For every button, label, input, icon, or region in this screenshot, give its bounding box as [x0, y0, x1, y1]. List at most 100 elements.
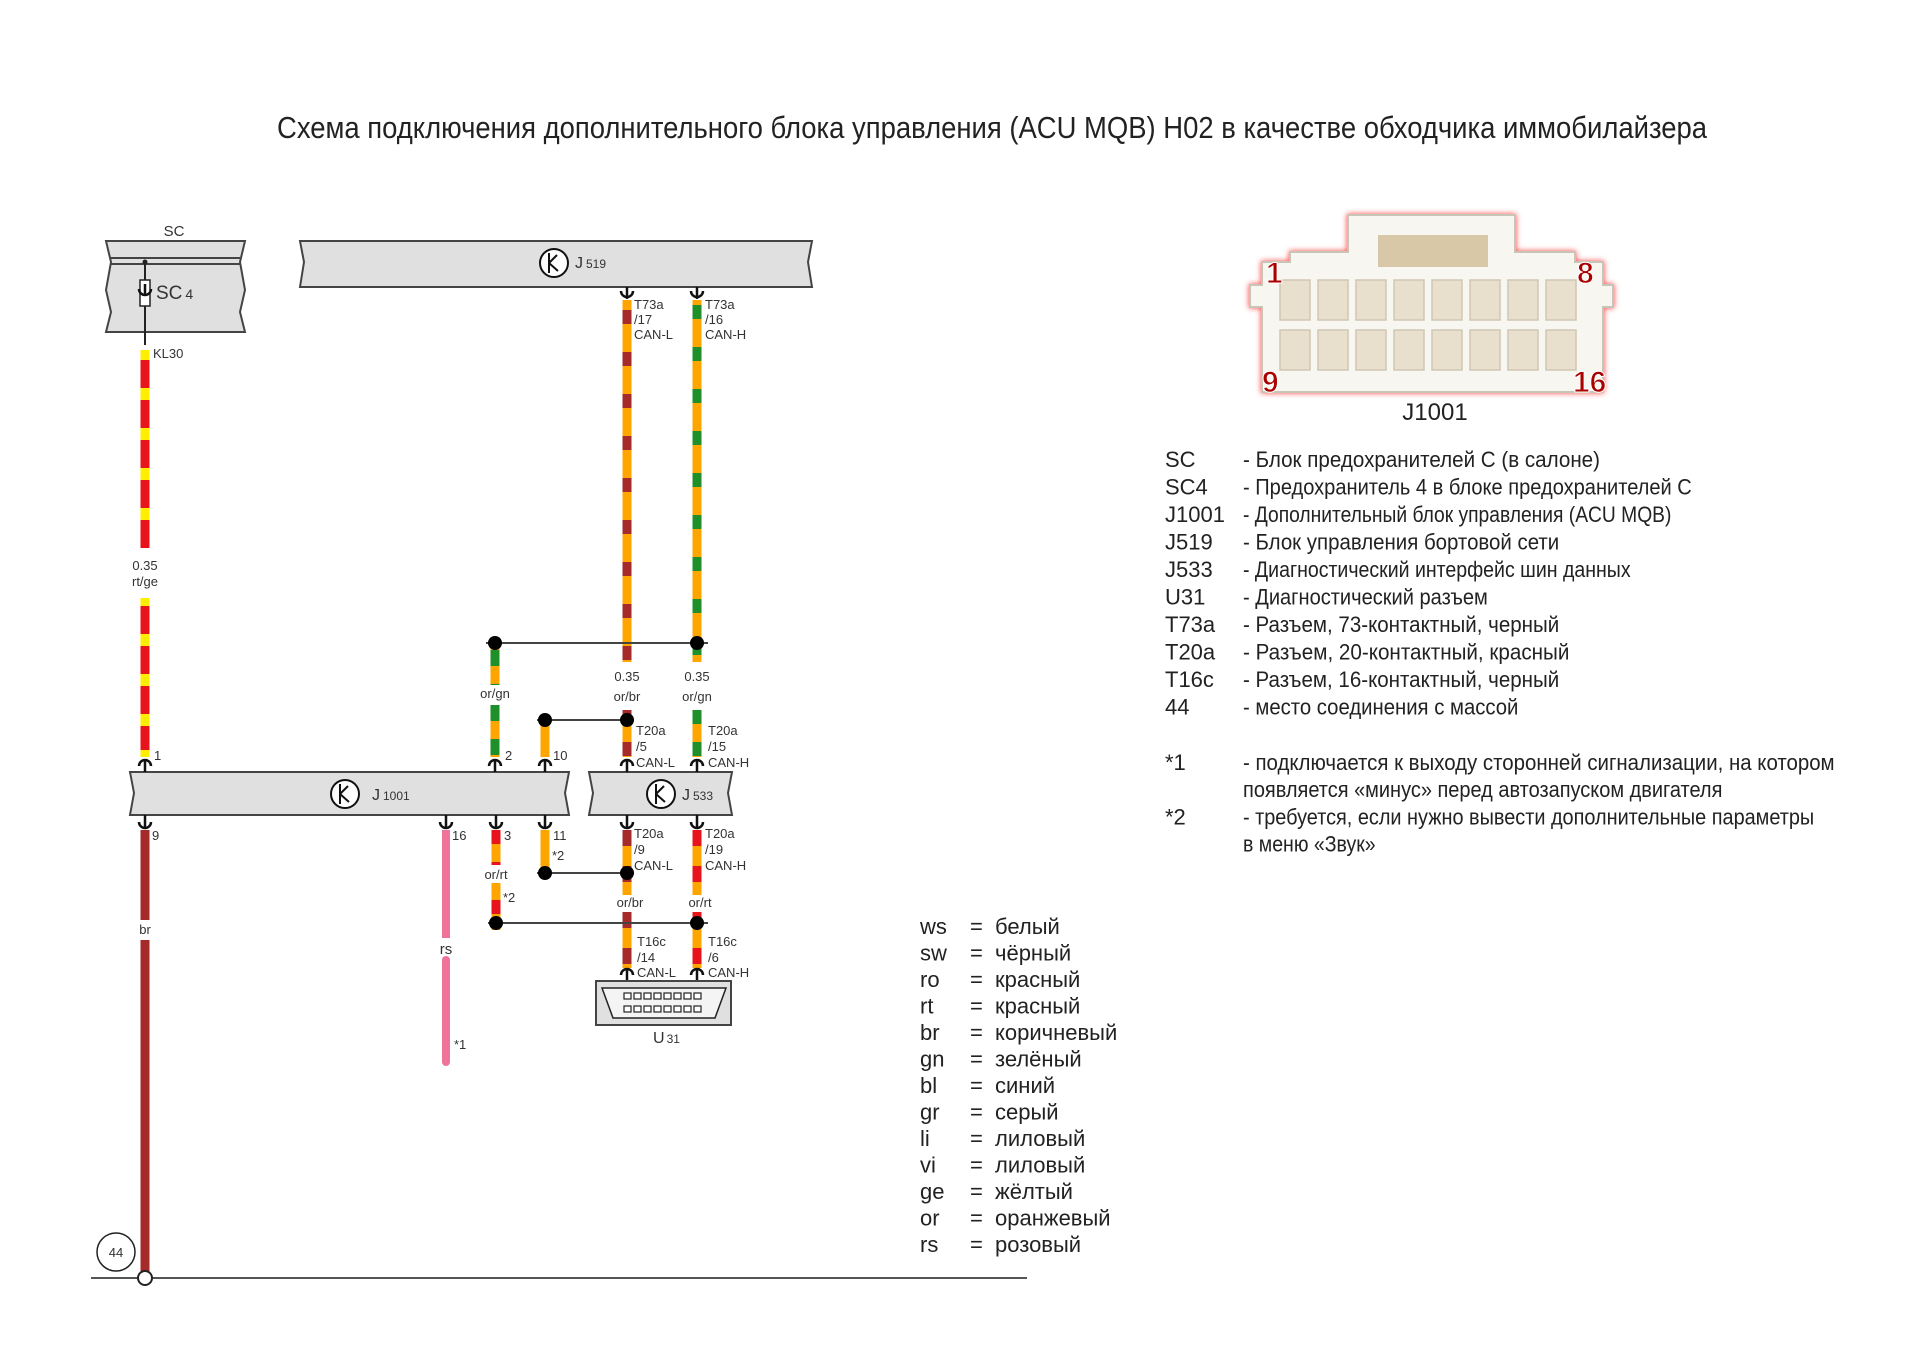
legend-description: - Разъем, 20-контактный, красный	[1243, 640, 1569, 665]
pin-label: 1	[154, 748, 161, 763]
pin-number: 8	[1577, 257, 1594, 290]
footnote-mark: *1	[454, 1037, 466, 1052]
wire-color-name: лиловый	[995, 1153, 1085, 1178]
equals-sign: =	[970, 1073, 983, 1098]
footnotes: *1- подключается к выходу сторонней сигн…	[1165, 750, 1835, 857]
pin-label: 11	[553, 828, 567, 843]
legend-description: - Дополнительный блок управления (ACU MQ…	[1243, 502, 1671, 527]
wire-color-name: розовый	[995, 1232, 1081, 1257]
legend-code: 44	[1165, 695, 1189, 720]
wire-color-code: rt	[920, 994, 933, 1019]
footnote-code: *2	[1165, 805, 1186, 830]
wire-color-code: rt/ge	[132, 574, 158, 589]
pin-number: 1	[1266, 257, 1283, 290]
equals-sign: =	[970, 1232, 983, 1257]
j1001-connector-photo: 1 8 9 16	[1249, 214, 1614, 400]
footnote-mark: *2	[552, 848, 564, 863]
wire-color-name: зелёный	[995, 1047, 1082, 1072]
legend-code: U31	[1165, 585, 1205, 610]
wire-color-code: bl	[920, 1073, 937, 1098]
legend-code: J519	[1165, 530, 1213, 555]
wire-color-name: жёлтый	[995, 1179, 1073, 1204]
junction-pin11	[537, 866, 634, 880]
page-title: Схема подключения дополнительного блока …	[277, 110, 1708, 145]
ground-44-badge	[96, 1232, 136, 1272]
legend-description: - Разъем, 16-контактный, черный	[1243, 667, 1559, 692]
equals-sign: =	[970, 994, 983, 1019]
sc-label: SC	[164, 223, 185, 240]
fuse-node	[142, 259, 148, 265]
wire-color-legend: ws=белыйsw=чёрныйro=красныйrt=красныйbr=…	[919, 914, 1117, 1257]
footnote-mark: *2	[503, 890, 515, 905]
legend-description: - Предохранитель 4 в блоке предохранител…	[1243, 475, 1692, 500]
wire-color-code: gn	[920, 1047, 944, 1072]
wire-color-code: or	[920, 1206, 940, 1231]
equals-sign: =	[970, 1179, 983, 1204]
legend-code: T16c	[1165, 667, 1214, 692]
legend-code: SC4	[1165, 475, 1208, 500]
equals-sign: =	[970, 967, 983, 992]
control-unit-icon	[646, 779, 676, 809]
junction-top	[486, 636, 708, 650]
wire-color-code: ro	[920, 967, 940, 992]
wire-size: 0.35	[614, 669, 639, 684]
wire-color-code: ge	[920, 1179, 944, 1204]
pin-label: 10	[553, 748, 567, 763]
pin-label: 9	[152, 828, 159, 843]
footnote-text: - требуется, если нужно вывести дополнит…	[1243, 805, 1814, 830]
wire-color-code: or/gn	[682, 689, 712, 704]
wire-color-code: or/gn	[480, 686, 510, 701]
legend-code: J533	[1165, 557, 1213, 582]
equals-sign: =	[970, 1100, 983, 1125]
wire-color-name: оранжевый	[995, 1206, 1111, 1231]
legend-code: T73a	[1165, 612, 1216, 637]
legend-description: - Блок управления бортовой сети	[1243, 530, 1559, 555]
footnote-text: - подключается к выходу сторонней сигнал…	[1243, 750, 1835, 775]
equals-sign: =	[970, 1206, 983, 1231]
legend-description: - Разъем, 73-контактный, черный	[1243, 612, 1559, 637]
wire-color-code: br	[920, 1020, 940, 1045]
connector-photo-caption: J1001	[1402, 399, 1467, 426]
wire-color-code: vi	[920, 1153, 936, 1178]
pin-number: 9	[1262, 366, 1279, 399]
pin-number: 16	[1573, 366, 1606, 399]
wire-color-code: or/rt	[484, 867, 508, 882]
junction-pin3	[488, 916, 708, 930]
legend-description: - место соединения с массой	[1243, 695, 1518, 720]
equals-sign: =	[970, 941, 983, 966]
wire-color-name: чёрный	[995, 941, 1071, 966]
wire-color-code: or/br	[617, 895, 644, 910]
wire-color-name: синий	[995, 1073, 1055, 1098]
pin-label: 3	[504, 828, 511, 843]
equals-sign: =	[970, 914, 983, 939]
wire-color-code: or/br	[614, 689, 641, 704]
legend-code: SC	[1165, 447, 1196, 472]
legend-code: J1001	[1165, 502, 1225, 527]
wire-color-name: красный	[995, 994, 1080, 1019]
wire-color-name: лиловый	[995, 1126, 1085, 1151]
ground-44-label: 44	[109, 1245, 123, 1260]
wire-color-code: li	[920, 1126, 930, 1151]
footnote-text: в меню «Звук»	[1243, 832, 1376, 857]
wire-color-code: br	[139, 922, 151, 937]
wire-color-code: ws	[919, 914, 947, 939]
wire-size: 0.35	[684, 669, 709, 684]
wire-color-code: or/rt	[688, 895, 712, 910]
wire-color-name: серый	[995, 1100, 1059, 1125]
wire-color-code: gr	[920, 1100, 940, 1125]
wire-color-code: rs	[920, 1232, 938, 1257]
footnote-text: появляется «минус» перед автозапуском дв…	[1243, 777, 1722, 802]
legend-description: - Диагностический разъем	[1243, 585, 1488, 610]
control-unit-icon	[539, 248, 569, 278]
